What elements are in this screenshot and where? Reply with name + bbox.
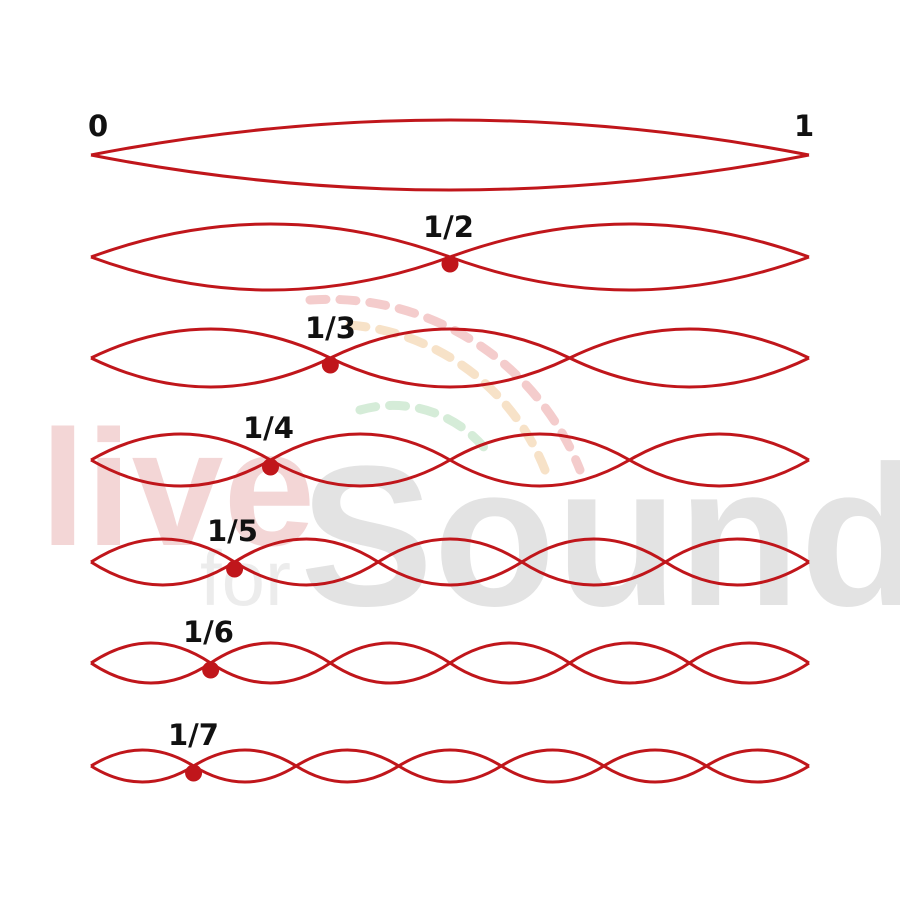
string-envelope-lower [90,641,810,685]
harmonic-row-2: 1/2 [90,210,810,292]
node-marker [441,255,459,273]
string-envelope-lower [90,153,810,192]
harmonic-label: 1/7 [168,718,219,752]
harmonic-label: 1/6 [183,615,234,649]
string-envelope-upper [90,327,810,389]
right-end-label: 1 [794,109,814,143]
watermark-word-for: for [200,534,291,622]
node-marker [185,764,203,782]
string-envelope-upper [90,537,810,587]
string-envelope-lower [90,432,810,488]
string-envelope-lower [90,327,810,389]
harmonic-row-4: 1/4 [90,411,810,488]
harmonic-row-5: 1/5 [90,514,810,587]
watermark-word-sound: Sound [300,425,900,648]
harmonic-row-6: 1/6 [90,615,810,685]
node-marker [262,458,279,476]
left-end-label: 0 [88,109,108,143]
harmonic-label: 1/5 [207,514,258,548]
node-marker [321,356,339,374]
string-envelope-upper [90,118,810,157]
watermark-word-live: live [40,396,315,580]
string-envelope-lower [90,537,810,587]
harmonic-label: 1/3 [305,311,356,345]
string-envelope-lower [90,748,810,784]
node-marker [202,661,220,679]
harmonic-row-7: 1/7 [90,718,810,784]
harmonic-label: 1/4 [243,411,294,445]
string-envelope-upper [90,748,810,784]
watermark-arcs-icon [305,294,585,475]
harmonic-rows: 1/2 1/3 1/4 1/5 1/6 1/7 [90,118,810,784]
harmonic-label: 1/2 [423,210,474,244]
harmonic-row-3: 1/3 [90,311,810,389]
node-marker [226,560,244,578]
harmonic-row-1 [90,118,810,192]
